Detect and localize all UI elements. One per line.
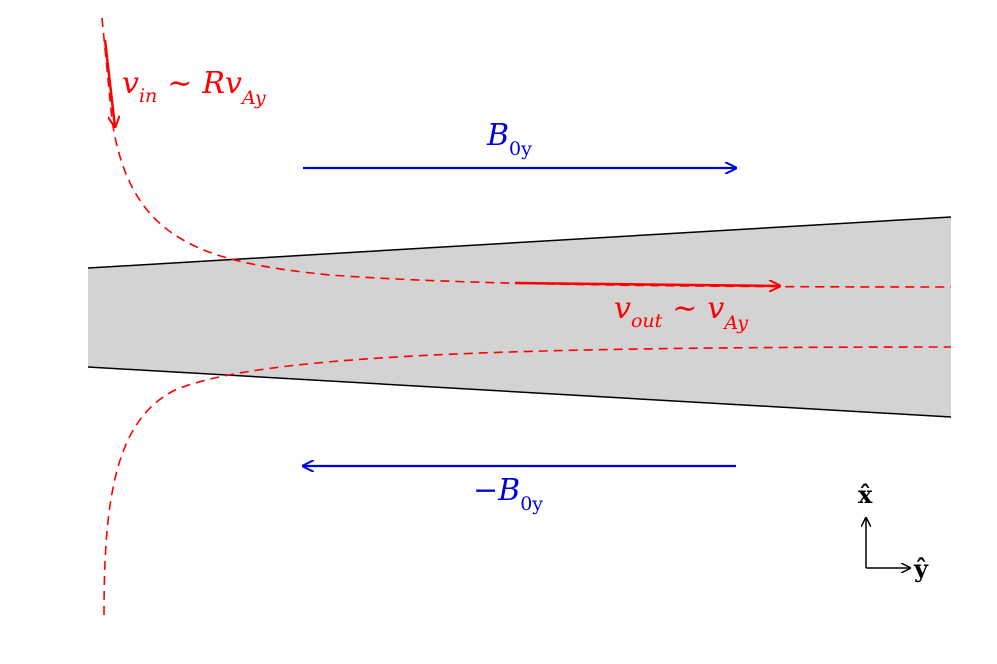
inflow-arrow <box>103 39 115 127</box>
v-in-label: vin∼RvAy <box>122 66 266 109</box>
current-sheet <box>88 217 951 417</box>
v-in-sub2: Ay <box>240 87 266 109</box>
v-in-sim: ∼ <box>167 66 192 101</box>
v-out-sub2: Ay <box>722 312 748 334</box>
b-top-sub: 0y <box>509 138 532 160</box>
upper-streamline <box>101 17 952 288</box>
b-bottom-sub: 0y <box>520 493 543 515</box>
b-top-label: B0y <box>486 118 532 160</box>
outflow-arrow <box>514 283 780 286</box>
v-in-v2: v <box>225 66 242 101</box>
lower-streamline <box>103 346 952 616</box>
v-out-sub: out <box>631 310 663 332</box>
v-in-sub: in <box>139 85 157 107</box>
axis-y-label: ŷ <box>913 554 929 583</box>
v-in-r: R <box>201 66 225 101</box>
axis-x-label: x̂ <box>858 480 873 509</box>
b-bottom-label: −B0y <box>473 473 543 515</box>
v-out-sim: ∼ <box>672 291 697 326</box>
v-out-v2: v <box>707 291 724 326</box>
b-top-b: B <box>486 118 509 153</box>
v-out-v: v <box>614 291 631 326</box>
sheet-lower-edge <box>87 366 952 418</box>
v-out-label: vout∼vAy <box>614 291 748 334</box>
b-bottom-b: B <box>497 473 520 508</box>
v-in-v: v <box>122 66 139 101</box>
b-bottom-minus: − <box>473 473 498 508</box>
